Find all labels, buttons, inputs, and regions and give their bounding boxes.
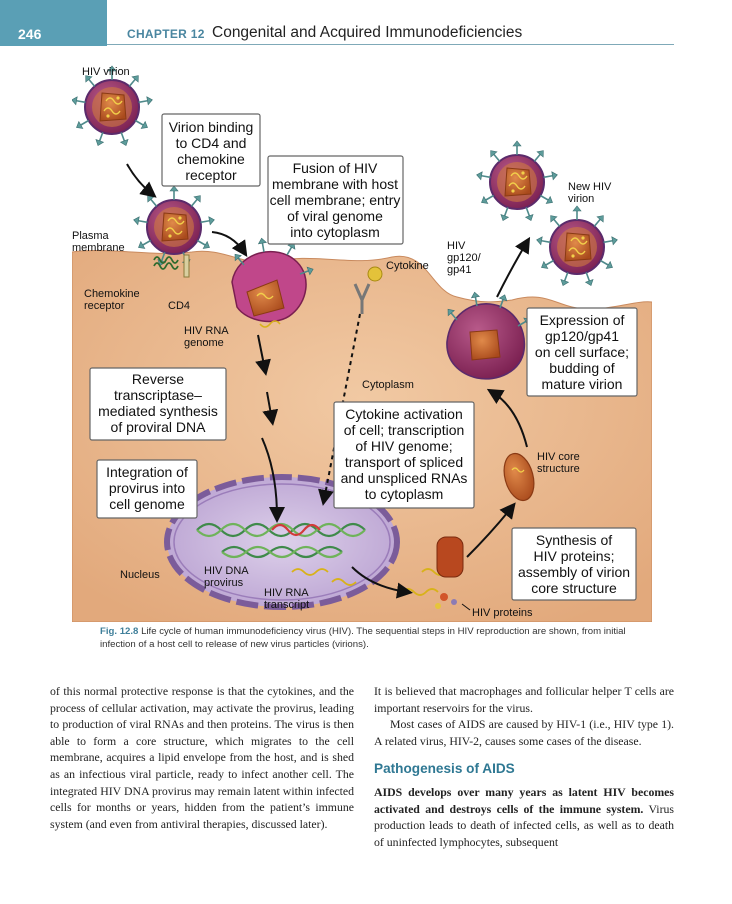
box-binding: Virion binding to CD4 and chemokine rece… <box>161 113 261 187</box>
box-cytokine-line: to cytoplasm <box>365 486 444 502</box>
box-reverse-line: mediated synthesis <box>98 403 218 419</box>
label-dna-provirus-2: provirus <box>204 577 244 589</box>
rna-transcripts <box>291 568 447 596</box>
box-expression-line: mature virion <box>542 376 623 392</box>
box-synthesis-line: core structure <box>531 580 617 596</box>
right-paragraph-1: It is believed that macrophages and foll… <box>374 684 674 715</box>
label-cytoplasm: Cytoplasm <box>362 379 414 391</box>
box-reverse-line: transcriptase– <box>114 387 202 403</box>
box-binding-line: to CD4 and <box>176 135 247 151</box>
host-dna-helix <box>196 522 366 559</box>
right-paragraph-3: AIDS develops over many years as latent … <box>374 784 674 850</box>
box-reverse: Reverse transcriptase– mediated synthesi… <box>89 367 227 441</box>
cytokine-receptor <box>353 266 383 314</box>
box-synthesis-line: assembly of virion <box>518 564 630 580</box>
box-fusion-line: into cytoplasm <box>290 224 379 240</box>
nucleus <box>164 474 400 610</box>
new-virion-1 <box>476 141 558 222</box>
box-expression-line: Expression of <box>540 312 625 328</box>
page-tab: 246 <box>0 0 107 46</box>
left-column: of this normal protective response is th… <box>50 683 354 832</box>
box-synthesis-line: HIV proteins; <box>534 548 615 564</box>
label-chemokine: Chemokine <box>84 288 140 300</box>
box-reverse-line: Reverse <box>132 371 184 387</box>
label-plasma: Plasma <box>72 230 110 242</box>
right-paragraph-3-bold: AIDS develops over many years as latent … <box>374 784 674 816</box>
box-cytokine-line: and unspliced RNAs <box>341 470 468 486</box>
budding-virion <box>444 290 533 380</box>
box-cytokine-line: of cell; transcription <box>344 422 465 438</box>
box-expression: Expression of gp120/gp41 on cell surface… <box>526 307 638 397</box>
label-hiv-virion: HIV virion <box>82 66 130 78</box>
box-integration-line: Integration of <box>106 464 188 480</box>
box-binding-line: Virion binding <box>169 119 254 135</box>
hiv-lifecycle-figure: Virion binding to CD4 and chemokine rece… <box>72 52 652 622</box>
chapter-title: Congenital and Acquired Immunodeficienci… <box>212 24 523 41</box>
box-fusion-line: of viral genome <box>287 208 383 224</box>
box-cytokine-activation: Cytokine activation of cell; transcripti… <box>333 401 475 509</box>
binding-virion <box>133 186 215 278</box>
label-dna-provirus-1: HIV DNA <box>204 565 249 577</box>
label-membrane: membrane <box>72 242 125 254</box>
label-new-virion-2: virion <box>568 193 594 205</box>
box-cytokine-line: transport of spliced <box>345 454 463 470</box>
label-gp-3: gp41 <box>447 264 471 276</box>
label-core-1: HIV core <box>537 451 580 463</box>
label-cd4: CD4 <box>168 300 190 312</box>
lifecycle-arrows <box>126 163 531 599</box>
box-fusion-line: Fusion of HIV <box>293 160 378 176</box>
label-cytokine: Cytokine <box>386 260 429 272</box>
section-heading: Pathogenesis of AIDS <box>374 761 515 777</box>
box-synthesis: Synthesis of HIV proteins; assembly of v… <box>511 527 637 601</box>
box-integration-line: cell genome <box>109 496 185 512</box>
label-core-2: structure <box>537 463 580 475</box>
label-gp-1: HIV <box>447 240 466 252</box>
right-paragraph-2: Most cases of AIDS are caused by HIV-1 (… <box>374 717 674 748</box>
label-new-virion-1: New HIV <box>568 181 612 193</box>
label-receptor: receptor <box>84 300 125 312</box>
figure-canvas: Virion binding to CD4 and chemokine rece… <box>72 52 652 622</box>
left-paragraph: of this normal protective response is th… <box>50 684 354 831</box>
box-integration: Integration of provirus into cell genome <box>96 459 198 519</box>
caption-text: The sequential steps in HIV reproduction… <box>100 626 626 650</box>
new-virion-2 <box>536 206 618 287</box>
label-gp-2: gp120/ <box>447 252 482 264</box>
box-cytokine-line: of HIV genome; <box>355 438 452 454</box>
caption-title: Life cycle of human immunodeficiency vir… <box>141 626 354 637</box>
figure-caption: Fig. 12.8 Life cycle of human immunodefi… <box>100 626 660 651</box>
box-expression-line: on cell surface; <box>535 344 629 360</box>
box-binding-line: chemokine <box>177 151 245 167</box>
label-rna-genome-1: HIV RNA <box>184 325 229 337</box>
label-hiv-proteins: HIV proteins <box>472 607 533 619</box>
page-number: 246 <box>18 26 42 42</box>
box-fusion-line: cell membrane; entry <box>270 192 401 208</box>
hiv-core-structure <box>436 452 535 578</box>
box-reverse-line: of proviral DNA <box>111 419 207 435</box>
box-cytokine-line: Cytokine activation <box>345 406 463 422</box>
label-rna-transcript-2: transcript <box>264 599 309 611</box>
box-fusion-line: membrane with host <box>272 176 398 192</box>
virion-entering <box>72 66 153 147</box>
box-binding-line: receptor <box>185 167 237 183</box>
fusing-virion <box>231 236 316 328</box>
label-rna-transcript-1: HIV RNA <box>264 587 309 599</box>
caption-fig-num: Fig. 12.8 <box>100 626 139 637</box>
box-expression-line: budding of <box>549 360 615 376</box>
box-expression-line: gp120/gp41 <box>545 328 619 344</box>
hiv-proteins-dots <box>435 593 457 609</box>
header-rule <box>107 44 674 45</box>
box-synthesis-line: Synthesis of <box>536 532 612 548</box>
box-fusion: Fusion of HIV membrane with host cell me… <box>267 155 404 245</box>
box-integration-line: provirus into <box>109 480 185 496</box>
label-rna-genome-2: genome <box>184 337 224 349</box>
right-column: It is believed that macrophages and foll… <box>374 683 674 850</box>
chapter-label: CHAPTER 12 <box>127 27 205 41</box>
right-paragraph-3-rest: Virus production leads to death of infec… <box>374 801 674 849</box>
label-nucleus: Nucleus <box>120 569 160 581</box>
